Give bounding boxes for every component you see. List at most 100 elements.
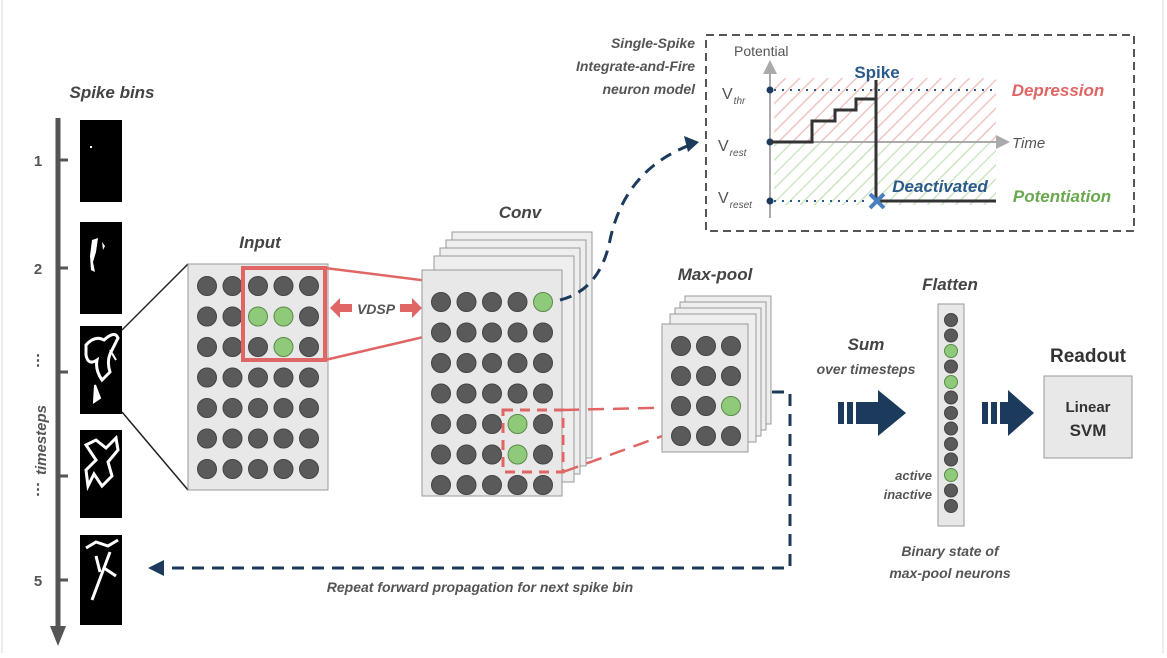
conv-neuron-r1-c3 (507, 322, 528, 343)
conv-neuron-r4-c4 (533, 414, 553, 434)
spike-label: Spike (854, 63, 899, 82)
conv-neuron-r3-c3 (507, 383, 528, 404)
neuron-model-link-arrow (559, 143, 691, 302)
v-reset-label: Vreset (718, 190, 753, 211)
pool-neuron-r2-c1 (696, 396, 716, 416)
v-thr-symbol: V (722, 86, 733, 103)
neuron-model-caption-line1: Single-Spike (611, 35, 695, 51)
repeat-label: Repeat forward propagation for next spik… (327, 579, 633, 595)
input-neuron-r2-c4 (299, 337, 319, 357)
conv-neuron-r6-c3 (507, 475, 528, 495)
input-neuron-r4-c3 (273, 398, 294, 418)
conv-neuron-r3-c2 (482, 383, 502, 404)
repeat-loop-arrowhead (148, 560, 164, 576)
flatten-inactive-label: inactive (884, 487, 932, 502)
input-neuron-r6-c3 (273, 459, 294, 479)
spike-bin-image-3 (80, 326, 122, 414)
tick-label-1: 1 (34, 153, 42, 170)
input-neuron-r0-c2 (248, 276, 268, 296)
tick-label-3: ⋮ (31, 352, 46, 369)
pool-neuron-r3-c1 (696, 426, 716, 446)
timestep-ticks: 1 2 ⋮ ⋮ 5 (31, 153, 68, 590)
input-neuron-r3-c4 (299, 367, 319, 388)
vdsp-label: VDSP (357, 301, 396, 317)
spike-bins-title: Spike bins (69, 83, 154, 102)
conv-neuron-r5-c4 (533, 444, 553, 465)
pool-neuron-r0-c2 (721, 336, 741, 356)
potentiation-label: Potentiation (1013, 187, 1111, 206)
readout-title: Readout (1050, 346, 1127, 367)
sum-subtitle: over timesteps (817, 361, 916, 377)
input-neuron-r3-c2 (248, 367, 268, 388)
neuron-model-link-arrowhead (684, 136, 699, 152)
input-neuron-r0-c1 (222, 276, 243, 296)
input-neuron-r6-c1 (222, 459, 243, 479)
conv-neuron-r4-c2 (482, 414, 502, 434)
conv-neuron-r2-c1 (456, 353, 477, 373)
flatten-neuron-r2-c0-active (944, 344, 958, 358)
pool-neuron-r0-c0 (671, 336, 691, 356)
input-neuron-r1-c4 (299, 306, 319, 327)
input-neuron-r2-c0 (197, 337, 217, 357)
potentiation-region (774, 142, 996, 205)
conv-neuron-r1-c2 (482, 322, 502, 343)
pool-neuron-r2-c2-active (721, 396, 741, 416)
conv-neuron-r1-c0 (431, 322, 451, 343)
zoom-line-bottom (121, 411, 189, 491)
v-reset-symbol: V (718, 190, 729, 207)
conv-neuron-r6-c1 (456, 475, 477, 495)
flatten-caption-line1: Binary state of (901, 543, 1000, 559)
potential-axis-arrowhead (763, 60, 777, 74)
maxpool-neuron-grid (671, 336, 741, 446)
input-neuron-r1-c1 (222, 306, 243, 327)
depression-label: Depression (1012, 81, 1105, 100)
input-neuron-r5-c2 (248, 428, 268, 449)
v-rest-subscript: rest (730, 148, 748, 159)
input-neuron-r2-c2 (248, 337, 268, 357)
v-reset-subscript: reset (730, 200, 753, 211)
tick-label-2: 2 (34, 261, 42, 278)
conv-neuron-r5-c0 (431, 444, 451, 465)
input-neuron-r4-c4 (299, 398, 319, 418)
flatten-neuron-r7-c0 (944, 421, 958, 436)
spike-bin-image-5 (80, 535, 122, 625)
sum-arrow (838, 390, 906, 436)
deactivated-label: Deactivated (892, 177, 988, 196)
v-thr-label: Vthr (722, 86, 746, 107)
v-thr-subscript: thr (734, 96, 746, 107)
pool-neuron-r3-c2 (721, 426, 741, 446)
conv-neuron-r4-c1 (456, 414, 477, 434)
conv-neuron-r3-c0 (431, 383, 451, 404)
conv-neuron-r4-c0 (431, 414, 451, 434)
input-neuron-r4-c0 (197, 398, 217, 418)
input-neuron-r2-c1 (222, 337, 243, 357)
v-reset-marker (766, 197, 774, 205)
flatten-neuron-r9-c0 (944, 452, 958, 467)
input-receptive-field-highlight (241, 266, 327, 362)
flatten-neuron-r8-c0 (944, 437, 958, 451)
pool-neuron-r2-c0 (671, 396, 691, 416)
input-neuron-r1-c3-active (273, 306, 294, 327)
maxpool-title: Max-pool (678, 265, 754, 284)
neuron-model-caption-line3: neuron model (602, 81, 696, 97)
input-neuron-r5-c0 (197, 428, 217, 449)
input-neuron-r4-c1 (222, 398, 243, 418)
conv-neuron-r1-c1 (456, 322, 477, 343)
pool-neuron-r1-c0 (671, 366, 691, 386)
readout-box-line2: SVM (1070, 421, 1107, 440)
flatten-neuron-r0-c0 (944, 313, 958, 327)
input-neuron-r0-c0 (197, 276, 217, 296)
conv-neuron-r5-c1 (456, 444, 477, 465)
pool-projection-line-top (562, 404, 735, 412)
conv-neuron-r3-c4 (533, 383, 553, 404)
conv-neuron-r4-c3-active (507, 414, 528, 434)
neuron-model-panel (705, 34, 1135, 232)
conv-neuron-r0-c3 (507, 292, 528, 312)
pool-neuron-r1-c2 (721, 366, 741, 386)
conv-neuron-r2-c0 (431, 353, 451, 373)
sum-title: Sum (848, 335, 885, 354)
spike-bin-image-1 (80, 120, 122, 202)
tick-label-5: 5 (34, 573, 42, 590)
